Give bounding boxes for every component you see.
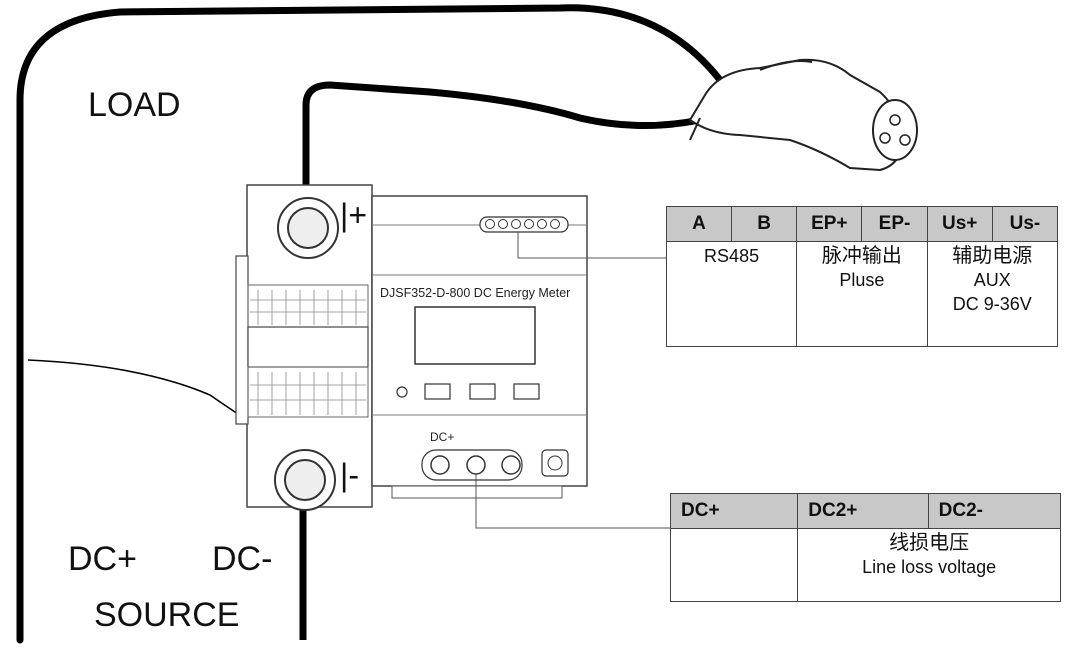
line-loss-cell: 线损电压 Line loss voltage bbox=[797, 528, 1061, 602]
bottom-table-body-row: 线损电压 Line loss voltage bbox=[669, 528, 1061, 602]
meter-down-button bbox=[469, 383, 496, 400]
header-dc-plus: DC+ bbox=[669, 493, 799, 529]
plus-cable bbox=[302, 81, 704, 229]
top-terminal-table: A B EP+ EP- Us+ Us- RS485 脉冲输出 Pluse 辅助电… bbox=[665, 206, 1059, 347]
meter-lcd-screen bbox=[414, 306, 536, 365]
ev-charger-plug-icon bbox=[688, 58, 918, 172]
meter-enter-button bbox=[513, 383, 540, 400]
aux-cell: 辅助电源 AUX DC 9-36V bbox=[926, 241, 1059, 347]
top-table-body-row: RS485 脉冲输出 Pluse 辅助电源 AUX DC 9-36V bbox=[665, 241, 1059, 347]
aux-en-text: AUX bbox=[973, 270, 1011, 290]
meter-name: DJSF352-D-800 DC Energy Meter bbox=[380, 286, 571, 300]
header-us-minus: Us- bbox=[991, 206, 1059, 242]
rs485-cell: RS485 bbox=[665, 241, 798, 347]
pulse-cn-text: 脉冲输出 bbox=[821, 245, 902, 267]
terminal-plus-label: |+ bbox=[340, 197, 367, 233]
header-us-plus: Us+ bbox=[926, 206, 993, 242]
load-cable bbox=[16, 4, 724, 644]
aux-range-text: DC 9-36V bbox=[952, 294, 1032, 314]
dc-port-label: DC+ bbox=[430, 430, 455, 444]
bottom-terminal-table: DC+ DC2+ DC2- 线损电压 Line loss voltage bbox=[669, 493, 1062, 602]
source-dc-plus-label: DC+ bbox=[68, 540, 137, 578]
line-loss-en-text: Line loss voltage bbox=[862, 557, 997, 577]
meter-body bbox=[371, 195, 588, 499]
header-ep-minus: EP- bbox=[861, 206, 928, 242]
shunt-body bbox=[235, 184, 373, 511]
load-label: LOAD bbox=[88, 86, 181, 124]
pulse-en-text: Pluse bbox=[839, 270, 885, 290]
line-loss-cn-text: 线损电压 bbox=[889, 532, 970, 554]
rs485-terminal-strip bbox=[479, 216, 569, 233]
source-label: SOURCE bbox=[94, 596, 240, 634]
terminal-minus-label: |- bbox=[340, 457, 359, 493]
source-dc-minus-label: DC- bbox=[212, 540, 273, 578]
header-ep-plus: EP+ bbox=[796, 206, 863, 242]
voltage-terminals bbox=[421, 449, 569, 481]
meter-up-button bbox=[424, 383, 451, 400]
header-b: B bbox=[731, 206, 798, 242]
aux-cn-text: 辅助电源 bbox=[952, 245, 1033, 267]
pulse-cell: 脉冲输出 Pluse bbox=[796, 241, 928, 347]
bottom-table-header-row: DC+ DC2+ DC2- bbox=[669, 493, 1062, 529]
header-a: A bbox=[665, 206, 733, 242]
leader-top bbox=[517, 232, 666, 259]
dc-plus-empty-cell bbox=[669, 528, 799, 602]
header-dc2-minus: DC2- bbox=[927, 493, 1062, 529]
header-dc2-plus: DC2+ bbox=[797, 493, 929, 529]
top-table-header-row: A B EP+ EP- Us+ Us- bbox=[665, 206, 1059, 242]
rs485-text: RS485 bbox=[704, 246, 760, 266]
leader-bottom bbox=[475, 474, 670, 529]
